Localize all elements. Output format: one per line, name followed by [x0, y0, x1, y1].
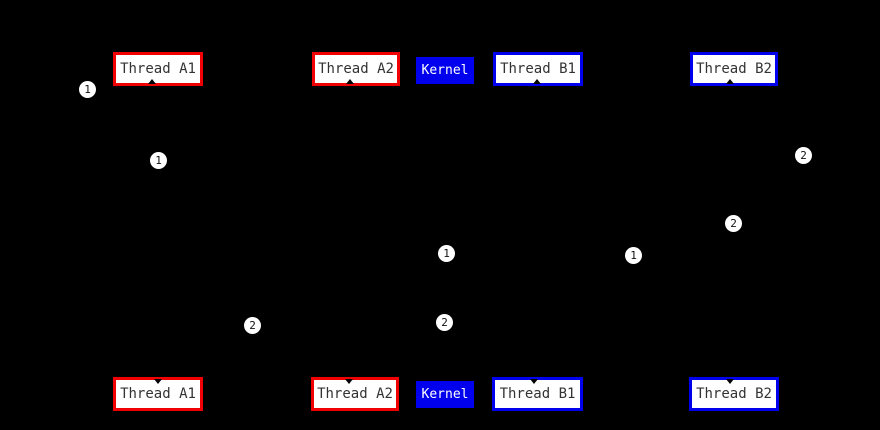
box-kernel-bottom-label: Kernel [421, 387, 469, 402]
box-kernel-top-label: Kernel [421, 63, 469, 78]
lifeline-tick [726, 379, 734, 384]
lifeline-tick [154, 379, 162, 384]
lifeline-tick [726, 79, 734, 84]
box-thread-b2-bottom-label: Thread B2 [696, 386, 772, 402]
sequence-marker: 1 [79, 81, 96, 98]
lifeline-tick [533, 79, 541, 84]
sequence-marker: 2 [725, 215, 742, 232]
box-thread-a2-bottom-label: Thread A2 [317, 386, 393, 402]
box-thread-a2-top-label: Thread A2 [318, 61, 394, 77]
box-thread-b2-top-label: Thread B2 [696, 61, 772, 77]
lifeline-tick [345, 379, 353, 384]
sequence-marker: 1 [150, 152, 167, 169]
lifeline-tick [148, 79, 156, 84]
box-thread-a1-bottom: Thread A1 [113, 377, 203, 411]
box-kernel-bottom: Kernel [416, 381, 474, 408]
sequence-marker: 1 [625, 247, 642, 264]
box-thread-a2-top: Thread A2 [312, 52, 400, 86]
sequence-marker: 1 [438, 245, 455, 262]
box-thread-a1-bottom-label: Thread A1 [120, 386, 196, 402]
lifeline-tick [346, 79, 354, 84]
box-thread-b2-top: Thread B2 [690, 52, 778, 86]
lifeline-tick [529, 379, 538, 384]
sequence-marker: 2 [436, 314, 453, 331]
box-thread-a1-top-label: Thread A1 [120, 61, 196, 77]
box-thread-b1-bottom: Thread B1 [492, 377, 583, 411]
box-thread-a2-bottom: Thread A2 [311, 377, 399, 411]
box-kernel-top: Kernel [416, 57, 474, 84]
box-thread-b1-bottom-label: Thread B1 [499, 386, 576, 402]
box-thread-b1-top: Thread B1 [493, 52, 583, 86]
box-thread-b1-top-label: Thread B1 [500, 61, 576, 77]
box-thread-a1-top: Thread A1 [113, 52, 203, 86]
sequence-marker: 2 [795, 147, 812, 164]
sequence-marker: 2 [244, 317, 261, 334]
box-thread-b2-bottom: Thread B2 [689, 377, 779, 411]
